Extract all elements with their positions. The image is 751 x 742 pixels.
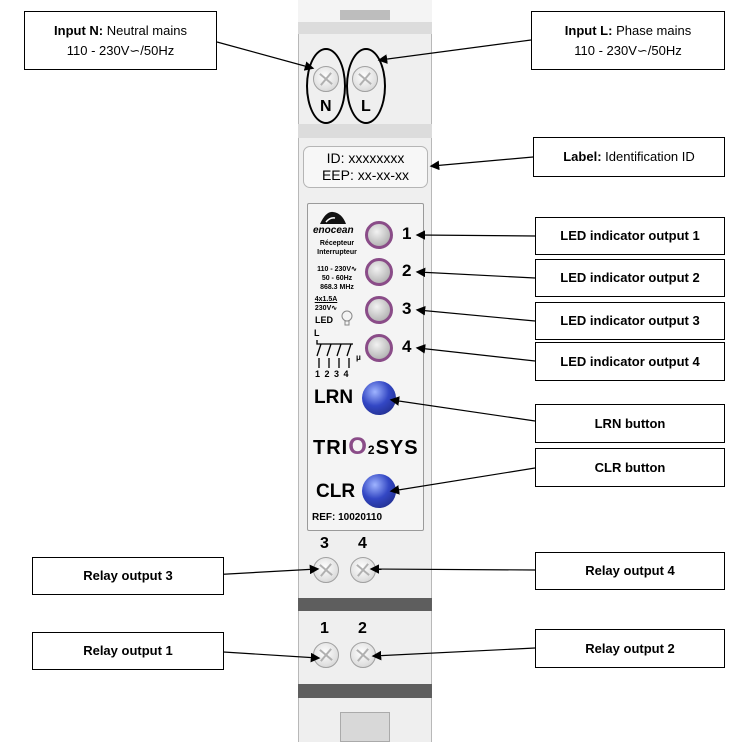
id-label: ID: xxxxxxxx EEP: xx-xx-xx xyxy=(303,146,428,188)
spec-radio: 868.3 MHz xyxy=(320,284,354,291)
pointer-clr xyxy=(389,467,536,495)
front-panel xyxy=(307,203,424,531)
pointer-input-n xyxy=(216,41,315,71)
led-number-3: 3 xyxy=(402,299,412,318)
callout-led-4: LED indicator output 4 xyxy=(535,342,725,381)
relay-wiring-diagram-icon xyxy=(316,340,353,368)
eep-text: EEP: xx-xx-xx xyxy=(321,167,410,183)
load-rating: 4x1.5A xyxy=(314,296,338,303)
callout-label-title: Label: xyxy=(563,149,602,164)
terminal-l-highlight xyxy=(346,48,386,124)
lightbulb-icon xyxy=(341,310,353,326)
callout-input-l-line2: 110 - 230V∽/50Hz xyxy=(574,42,682,58)
pointer-lrn xyxy=(389,396,536,422)
callout-relay-1: Relay output 1 xyxy=(32,632,224,670)
spec-frequency: 50 - 60Hz xyxy=(321,275,353,282)
callout-led-2: LED indicator output 2 xyxy=(535,259,725,297)
terminal-n-label: N xyxy=(320,98,332,115)
led-number-1: 1 xyxy=(402,224,412,243)
ref-text: REF: 10020110 xyxy=(312,512,383,523)
desc-line-2: Interrupteur xyxy=(317,249,357,256)
callout-clr: CLR button xyxy=(535,448,725,487)
pointer-relay-2 xyxy=(371,647,536,661)
id-text: ID: xxxxxxxx xyxy=(326,150,405,166)
callout-relay-4: Relay output 4 xyxy=(535,552,725,590)
led-load-text: LED xyxy=(315,315,333,325)
callout-input-l-line1: Input L: Phase mains xyxy=(565,21,691,41)
pointer-led-3 xyxy=(415,305,536,322)
led-output-1 xyxy=(365,221,393,249)
callout-input-n-line2: 110 - 230V∽/50Hz xyxy=(66,42,175,58)
pointer-relay-4 xyxy=(369,564,536,574)
callout-label-id: Label: Identification ID xyxy=(533,137,725,177)
relay-number-1: 1 xyxy=(320,620,329,637)
callout-input-n-line1: Input N: Neutral mains xyxy=(54,21,187,41)
logo-sys: SYS xyxy=(375,437,419,459)
upper-band xyxy=(298,124,432,138)
led-output-2 xyxy=(365,258,393,286)
wiring-mu-label: μ xyxy=(356,353,361,362)
callout-input-l-title: Input L: xyxy=(564,22,613,38)
middle-dark-band xyxy=(298,598,432,611)
callout-led-3: LED indicator output 3 xyxy=(535,302,725,340)
spec-voltage: 110 - 230V∿ xyxy=(317,266,357,273)
callout-lrn: LRN button xyxy=(535,404,725,443)
wiring-l-label: L xyxy=(314,328,320,338)
callout-relay-2: Relay output 2 xyxy=(535,629,725,668)
lrn-label: LRN xyxy=(314,387,354,408)
callout-input-n-text: Neutral mains xyxy=(106,22,187,38)
pointer-input-l xyxy=(377,39,532,64)
trio2sys-logo: TRIO2SYS xyxy=(313,433,419,461)
relay-number-3: 3 xyxy=(320,535,329,552)
pointer-led-4 xyxy=(415,344,536,362)
callout-label-text: Identification ID xyxy=(605,149,695,164)
wiring-outputs-label: 1 2 3 4 xyxy=(315,369,350,379)
terminal-n-highlight xyxy=(306,48,346,124)
callout-input-n-title: Input N: xyxy=(54,22,104,38)
led-number-4: 4 xyxy=(402,337,412,356)
terminal-l-label: L xyxy=(361,98,371,115)
clr-label: CLR xyxy=(316,481,356,502)
logo-o: O xyxy=(348,433,368,460)
bottom-dark-band xyxy=(298,684,432,698)
load-voltage: 230V∿ xyxy=(314,305,338,312)
led-number-2: 2 xyxy=(402,261,412,280)
callout-input-l-text: Phase mains xyxy=(616,22,692,38)
led-output-4 xyxy=(365,334,393,362)
logo-2: 2 xyxy=(367,443,376,457)
pointer-led-1 xyxy=(415,230,536,240)
pointer-label-id xyxy=(429,156,534,171)
logo-tri: TRI xyxy=(313,437,349,459)
desc-line-1: Récepteur xyxy=(319,240,355,247)
top-band xyxy=(298,22,432,34)
enocean-logo-icon xyxy=(320,211,346,224)
top-clip-slot xyxy=(340,10,390,20)
callout-relay-3: Relay output 3 xyxy=(32,557,224,595)
callout-input-l: Input L: Phase mains 110 - 230V∽/50Hz xyxy=(531,11,725,70)
callout-led-1: LED indicator output 1 xyxy=(535,217,725,255)
brand-text: enocean xyxy=(313,225,354,236)
pointer-led-2 xyxy=(415,267,536,279)
callout-input-n: Input N: Neutral mains 110 - 230V∽/50Hz xyxy=(24,11,217,70)
led-output-3 xyxy=(365,296,393,324)
relay-number-4: 4 xyxy=(358,535,367,552)
relay-number-2: 2 xyxy=(358,620,367,637)
